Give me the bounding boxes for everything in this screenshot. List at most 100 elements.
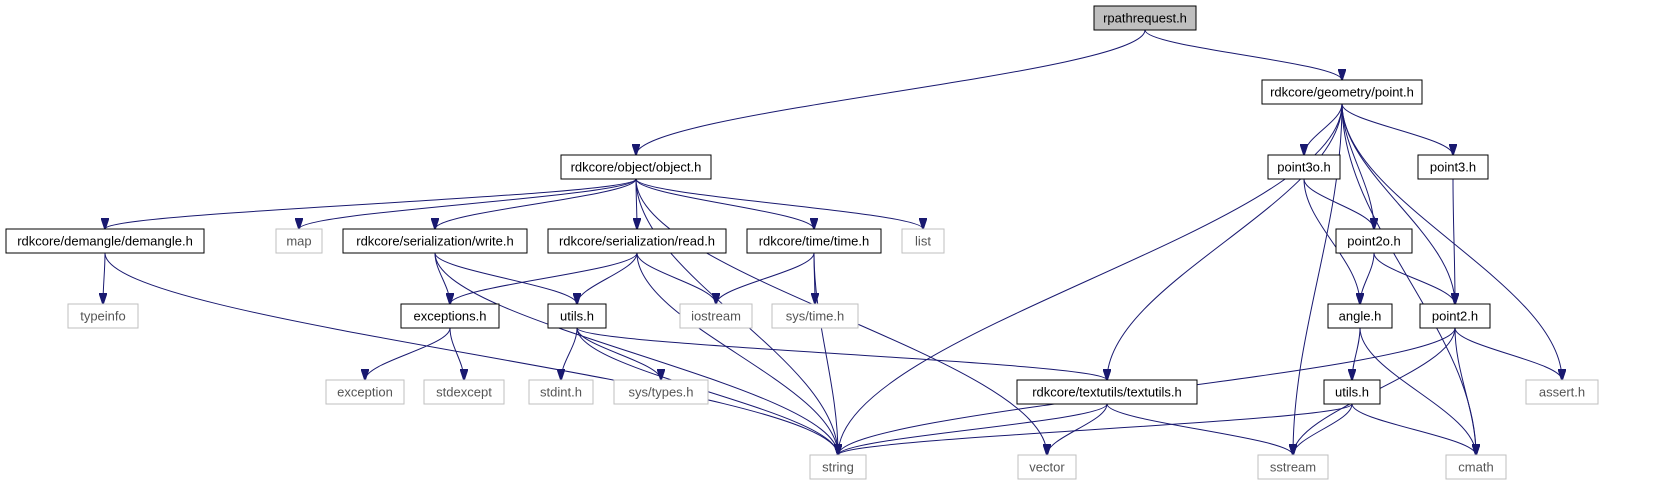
edge-n_point-to-n_assert xyxy=(1341,103,1562,380)
node-label: sstream xyxy=(1270,460,1316,475)
node-label: vector xyxy=(1029,460,1065,475)
edge-n_angle-to-n_utils2 xyxy=(1352,327,1361,380)
edge-n_exceptions-to-n_stdexcept xyxy=(449,327,464,380)
node-stdexcept[interactable]: stdexcept xyxy=(423,379,505,405)
node-label: rdkcore/textutils/textutils.h xyxy=(1032,385,1182,400)
edge-n_angle-to-n_cmath xyxy=(1359,327,1476,455)
node-vector[interactable]: vector xyxy=(1017,454,1077,480)
node-label: rdkcore/demangle/demangle.h xyxy=(17,234,193,249)
edge-n_point-to-n_point3o xyxy=(1304,103,1343,155)
node-label: point3.h xyxy=(1430,160,1476,175)
nodes-layer: rpathrequest.h rdkcore/geometry/point.h … xyxy=(5,5,1599,480)
edge-n_time-to-n_iostream xyxy=(716,252,815,304)
node-serialization-write-h[interactable]: rdkcore/serialization/write.h xyxy=(342,228,528,254)
edge-n_root-to-n_object xyxy=(636,29,1146,155)
edge-n_object-to-n_map xyxy=(299,178,637,229)
node-point3o-h[interactable]: point3o.h xyxy=(1267,154,1341,180)
edge-n_read-to-n_string xyxy=(636,252,838,455)
edge-n_utils2-to-n_sstream xyxy=(1293,403,1353,455)
edge-n_root-to-n_point xyxy=(1144,29,1342,80)
node-list[interactable]: list xyxy=(901,228,945,254)
node-label: exceptions.h xyxy=(414,309,487,324)
node-label: sys/types.h xyxy=(628,385,693,400)
edge-n_utils2-to-n_string xyxy=(838,403,1353,455)
edge-n_object-to-n_demangle xyxy=(105,178,637,229)
node-utils-h[interactable]: utils.h xyxy=(547,303,607,329)
node-point2-h[interactable]: point2.h xyxy=(1419,303,1491,329)
edge-n_textutils-to-n_sstream xyxy=(1106,403,1293,455)
edge-n_utils2-to-n_cmath xyxy=(1351,403,1476,455)
edge-n_demangle-to-n_typeinfo xyxy=(103,252,105,304)
edge-n_point3o-to-n_point2o xyxy=(1303,178,1374,229)
node-serialization-read-h[interactable]: rdkcore/serialization/read.h xyxy=(547,228,727,254)
node-assert-h[interactable]: assert.h xyxy=(1525,379,1599,405)
node-label: typeinfo xyxy=(80,309,126,324)
node-label: utils.h xyxy=(1335,385,1369,400)
node-iostream[interactable]: iostream xyxy=(679,303,753,329)
edge-n_utils1-to-n_stdint xyxy=(561,327,578,380)
node-label: stdexcept xyxy=(436,385,492,400)
node-label: list xyxy=(915,234,931,249)
node-label: rpathrequest.h xyxy=(1103,11,1187,26)
node-point2o-h[interactable]: point2o.h xyxy=(1335,228,1413,254)
edge-n_object-to-n_write xyxy=(435,178,637,229)
edge-n_demangle-to-n_string xyxy=(104,252,838,455)
node-geometry-point-h[interactable]: rdkcore/geometry/point.h xyxy=(1261,79,1423,105)
node-cmath[interactable]: cmath xyxy=(1445,454,1507,480)
edge-n_point2-to-n_cmath xyxy=(1454,327,1476,455)
edge-n_time-to-n_string xyxy=(813,252,838,455)
edge-n_read-to-n_exceptions xyxy=(450,252,638,304)
node-label: angle.h xyxy=(1339,309,1382,324)
node-stdint-h[interactable]: stdint.h xyxy=(528,379,594,405)
edge-n_object-to-n_time xyxy=(635,178,814,229)
node-object-object-h[interactable]: rdkcore/object/object.h xyxy=(560,154,712,180)
edge-n_point-to-n_point2 xyxy=(1341,103,1455,304)
node-time-time-h[interactable]: rdkcore/time/time.h xyxy=(746,228,882,254)
node-label: cmath xyxy=(1458,460,1493,475)
node-label: string xyxy=(822,460,854,475)
edge-n_point2-to-n_assert xyxy=(1454,327,1562,380)
node-label: point3o.h xyxy=(1277,160,1331,175)
node-exceptions-h[interactable]: exceptions.h xyxy=(400,303,500,329)
edge-n_point-to-n_textutils xyxy=(1107,103,1343,380)
node-angle-utils-h[interactable]: utils.h xyxy=(1323,379,1381,405)
node-label: point2.h xyxy=(1432,309,1478,324)
node-typeinfo[interactable]: typeinfo xyxy=(67,303,139,329)
node-label: exception xyxy=(337,385,393,400)
edge-n_read-to-n_iostream xyxy=(636,252,716,304)
node-point3-h[interactable]: point3.h xyxy=(1417,154,1489,180)
node-label: rdkcore/geometry/point.h xyxy=(1270,85,1414,100)
node-label: assert.h xyxy=(1539,385,1585,400)
node-textutils-textutils-h[interactable]: rdkcore/textutils/textutils.h xyxy=(1016,379,1198,405)
node-label: iostream xyxy=(691,309,741,324)
edge-n_object-to-n_list xyxy=(635,178,923,229)
edge-n_textutils-to-n_vector xyxy=(1047,403,1108,455)
edge-n_utils1-to-n_textutils xyxy=(576,327,1107,380)
edge-n_point-to-n_point3 xyxy=(1341,103,1453,155)
edge-n_write-to-n_string xyxy=(434,252,838,455)
edge-n_point2o-to-n_angle xyxy=(1360,252,1375,304)
edge-n_point2o-to-n_point2 xyxy=(1373,252,1455,304)
node-rpathrequest-h[interactable]: rpathrequest.h xyxy=(1093,5,1197,31)
node-exception[interactable]: exception xyxy=(325,379,405,405)
node-label: rdkcore/object/object.h xyxy=(571,160,702,175)
node-sys-time-h[interactable]: sys/time.h xyxy=(771,303,859,329)
edge-n_point3-to-n_point2 xyxy=(1453,178,1455,304)
node-label: rdkcore/serialization/write.h xyxy=(356,234,514,249)
edge-n_read-to-n_utils1 xyxy=(577,252,638,304)
node-label: point2o.h xyxy=(1347,234,1401,249)
node-string[interactable]: string xyxy=(809,454,867,480)
node-angle-h[interactable]: angle.h xyxy=(1327,303,1393,329)
edge-n_write-to-n_utils1 xyxy=(434,252,577,304)
node-label: rdkcore/time/time.h xyxy=(759,234,870,249)
edge-n_point3o-to-n_angle xyxy=(1303,178,1360,304)
node-demangle-demangle-h[interactable]: rdkcore/demangle/demangle.h xyxy=(5,228,205,254)
edge-n_utils1-to-n_systypes xyxy=(576,327,661,380)
node-sstream[interactable]: sstream xyxy=(1257,454,1329,480)
node-label: sys/time.h xyxy=(786,309,845,324)
edge-n_point-to-n_sstream xyxy=(1293,103,1343,455)
node-map[interactable]: map xyxy=(275,228,323,254)
node-sys-types-h[interactable]: sys/types.h xyxy=(613,379,709,405)
node-label: stdint.h xyxy=(540,385,582,400)
